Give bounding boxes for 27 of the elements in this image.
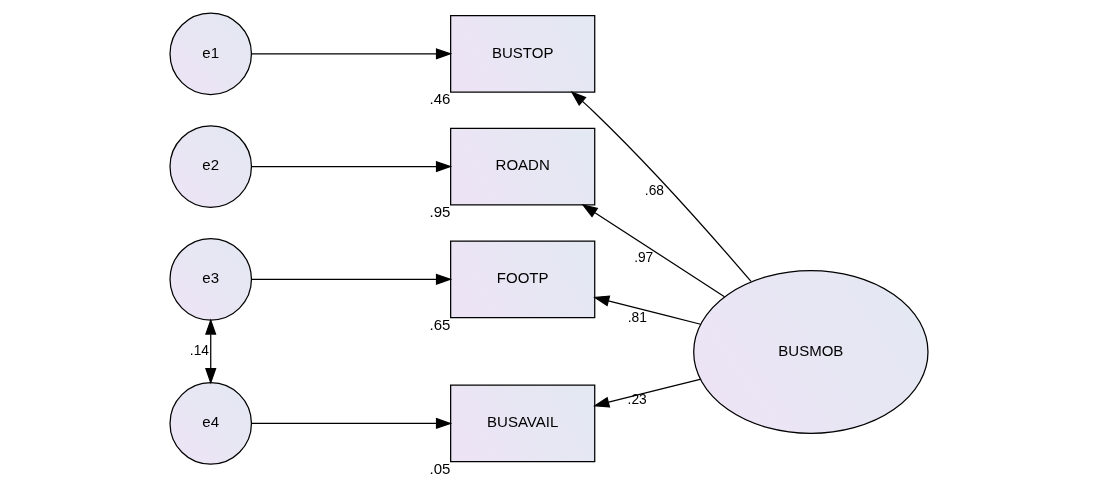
- node-label: .46: [429, 90, 451, 108]
- arrow: [593, 378, 701, 408]
- arrow: [593, 295, 702, 325]
- node-label: .65: [429, 315, 451, 333]
- node-box: ROADN: [450, 127, 596, 206]
- node-box: BUSTOP: [450, 14, 596, 93]
- edge-label: .97: [634, 249, 654, 265]
- edge-label: .81: [627, 309, 647, 325]
- node-circle: e2: [169, 125, 253, 208]
- arrow: [250, 273, 453, 286]
- node-circle: e3: [169, 238, 253, 321]
- node-circle: e1: [169, 12, 253, 96]
- edge-label: .68: [644, 183, 665, 199]
- node-box: BUSAVAIL: [450, 384, 596, 463]
- node-label: .05: [429, 459, 451, 477]
- node-ellipse: BUSMOB: [693, 269, 929, 435]
- arrow: [250, 48, 453, 60]
- edge-label: .14: [189, 342, 210, 358]
- node-circle: e4: [169, 382, 253, 465]
- arrow: [205, 318, 217, 385]
- arrow: [250, 417, 453, 430]
- edge-label: .23: [627, 391, 647, 407]
- arrow: [581, 203, 726, 298]
- node-label: .95: [429, 202, 451, 220]
- arrow: [250, 160, 453, 173]
- node-box: FOOTP: [450, 240, 596, 319]
- arrow: [570, 90, 752, 283]
